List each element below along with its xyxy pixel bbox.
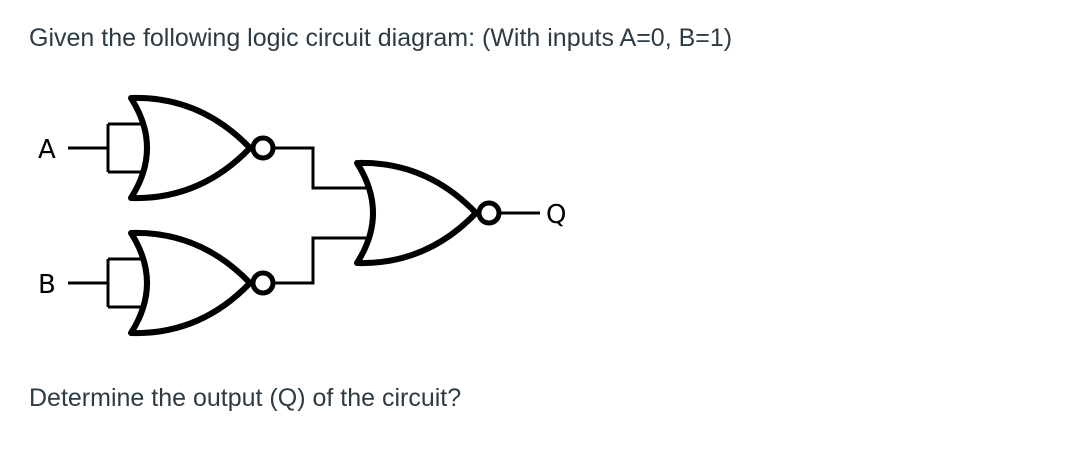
output-q-label: Q bbox=[546, 200, 566, 230]
question-prompt: Determine the output (Q) of the circuit? bbox=[29, 384, 462, 412]
gate-1-nor bbox=[128, 94, 253, 202]
input-a-label: A bbox=[38, 135, 56, 165]
gate-2-inversion-bubble bbox=[250, 270, 276, 296]
gate-3-nor bbox=[354, 159, 479, 267]
gate-2-nor bbox=[128, 229, 253, 337]
gate-3-inversion-bubble bbox=[476, 200, 502, 226]
gate-1-output-wire bbox=[273, 146, 368, 190]
gate-2-output-wire bbox=[273, 236, 368, 285]
gate-1-inversion-bubble bbox=[250, 135, 276, 161]
input-b-label: B bbox=[38, 270, 56, 300]
question-text: Given the following logic circuit diagra… bbox=[29, 24, 733, 52]
